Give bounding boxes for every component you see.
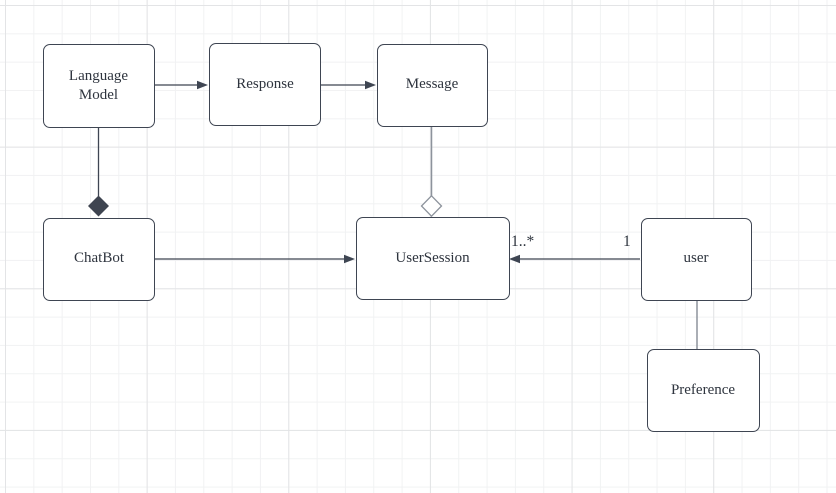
aggregation-diamond-icon [420, 194, 443, 218]
node-user[interactable]: user [640, 217, 752, 301]
node-label: UserSession [395, 249, 470, 266]
edge-user-user-session[interactable] [509, 254, 640, 264]
edge-chatbot-user-session[interactable] [155, 254, 355, 264]
composition-diamond-icon [88, 195, 109, 217]
arrowhead-icon [509, 254, 520, 264]
arrowhead-icon [365, 80, 376, 90]
node-response[interactable]: Response [209, 43, 321, 126]
arrowhead-icon [197, 80, 208, 90]
node-label: user [683, 250, 709, 267]
node-label: Language Model [68, 67, 129, 104]
edge-response-message[interactable] [321, 80, 376, 90]
node-preference[interactable]: Preference [646, 349, 760, 432]
node-label: Message [405, 76, 459, 93]
edge-language-model-response[interactable] [155, 80, 208, 90]
edge-language-model-chatbot[interactable] [88, 128, 109, 217]
arrowhead-icon [344, 254, 355, 264]
node-language-model[interactable]: Language Model [42, 44, 155, 128]
multiplicity-label-user-session: 1..* [511, 233, 535, 250]
node-label: Preference [670, 381, 736, 398]
multiplicity-label-user: 1 [623, 233, 631, 250]
edge-message-user-session[interactable] [420, 127, 443, 218]
node-user-session[interactable]: UserSession [355, 217, 510, 300]
node-label: Response [236, 75, 294, 92]
node-message[interactable]: Message [376, 43, 488, 127]
node-chatbot[interactable]: ChatBot [43, 217, 155, 301]
node-label: ChatBot [73, 250, 124, 267]
